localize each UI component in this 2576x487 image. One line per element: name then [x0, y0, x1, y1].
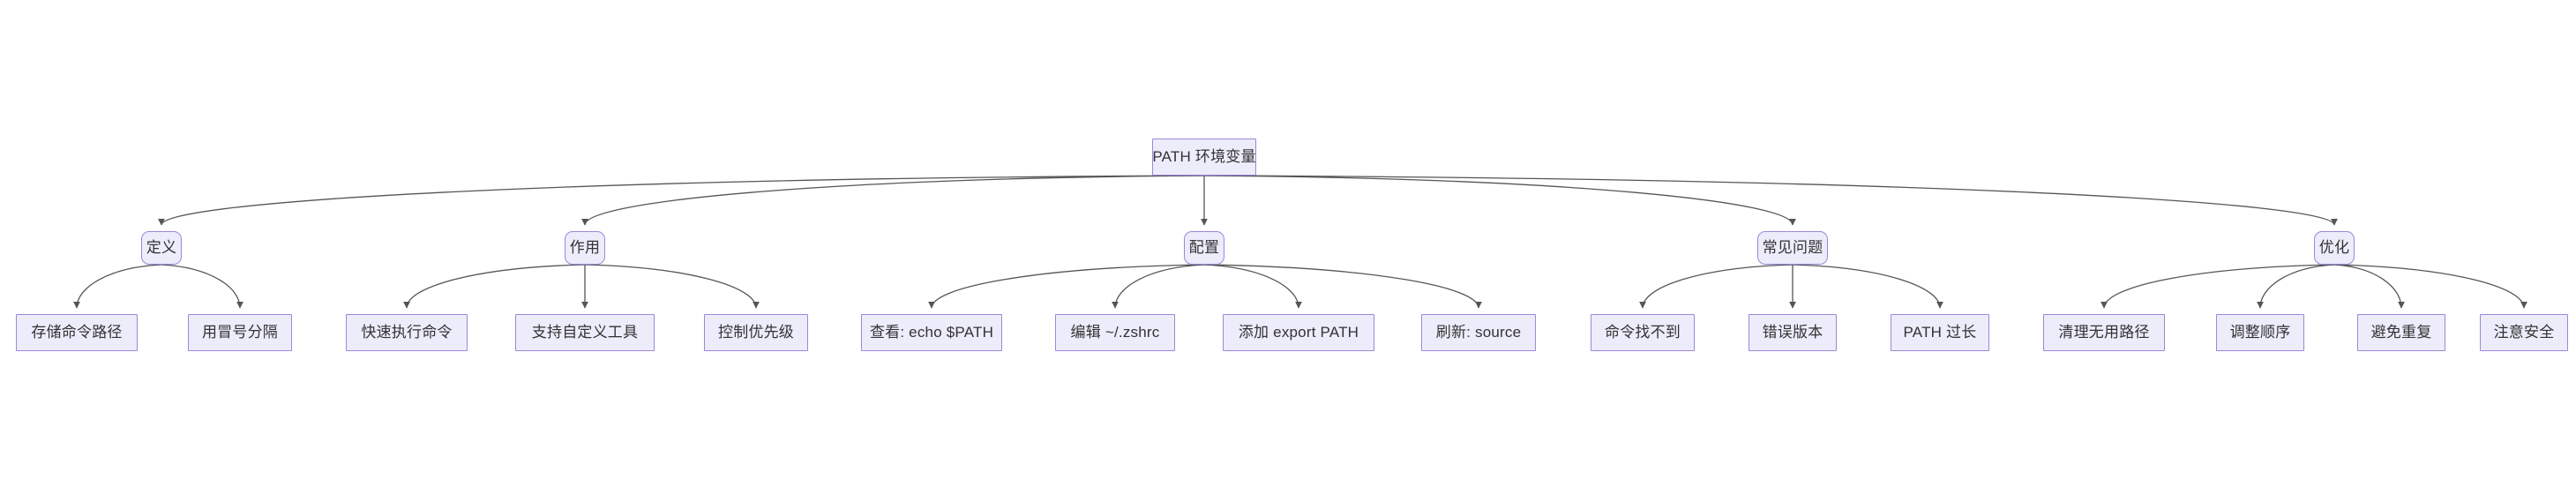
- node-leaf-l16[interactable]: 注意安全: [2480, 314, 2568, 351]
- node-leaf-l2-label: 用冒号分隔: [202, 323, 278, 341]
- edge: [2100, 264, 2335, 309]
- edge: [1112, 264, 1205, 309]
- node-leaf-l15-label: 避免重复: [2370, 323, 2432, 341]
- edge: [161, 264, 243, 309]
- node-branch-b3-label: 配置: [1188, 238, 1220, 256]
- node-leaf-l8-label: 添加 export PATH: [1238, 323, 1359, 341]
- node-leaf-l11-label: 错误版本: [1762, 323, 1823, 341]
- node-branch-b3[interactable]: 配置: [1184, 231, 1224, 265]
- node-branch-b5-label: 优化: [2318, 238, 2350, 256]
- node-leaf-l15[interactable]: 避免重复: [2357, 314, 2445, 351]
- edge: [1792, 264, 1943, 309]
- edge: [928, 264, 1205, 309]
- node-leaf-l11[interactable]: 错误版本: [1749, 314, 1837, 351]
- node-leaf-l9-label: 刷新: source: [1435, 323, 1522, 341]
- node-root-label: PATH 环境变量: [1152, 147, 1256, 165]
- edge: [2333, 264, 2527, 309]
- node-leaf-l10[interactable]: 命令找不到: [1591, 314, 1695, 351]
- node-leaf-l6-label: 查看: echo $PATH: [869, 323, 994, 341]
- edge: [2257, 264, 2335, 309]
- node-branch-b4[interactable]: 常见问题: [1757, 231, 1828, 265]
- node-branch-b5[interactable]: 优化: [2314, 231, 2355, 265]
- node-leaf-l14[interactable]: 调整顺序: [2216, 314, 2304, 351]
- node-leaf-l14-label: 调整顺序: [2229, 323, 2291, 341]
- node-leaf-l12-label: PATH 过长: [1903, 323, 1977, 341]
- edge: [403, 264, 586, 309]
- edge: [1203, 175, 1796, 226]
- node-branch-b2-label: 作用: [569, 238, 601, 256]
- node-branch-b1-label: 定义: [146, 238, 177, 256]
- node-leaf-l7-label: 编辑 ~/.zshrc: [1070, 323, 1160, 341]
- node-leaf-l12[interactable]: PATH 过长: [1891, 314, 1989, 351]
- edge: [2333, 264, 2405, 309]
- edge: [581, 175, 1205, 226]
- node-leaf-l13[interactable]: 清理无用路径: [2043, 314, 2165, 351]
- node-branch-b4-label: 常见问题: [1762, 238, 1823, 256]
- edge: [1203, 175, 2338, 226]
- node-leaf-l3[interactable]: 快速执行命令: [346, 314, 468, 351]
- node-leaf-l10-label: 命令找不到: [1605, 323, 1681, 341]
- node-branch-b2[interactable]: 作用: [565, 231, 605, 265]
- node-leaf-l5[interactable]: 控制优先级: [704, 314, 808, 351]
- node-leaf-l7[interactable]: 编辑 ~/.zshrc: [1055, 314, 1175, 351]
- edge: [584, 264, 760, 309]
- node-leaf-l13-label: 清理无用路径: [2058, 323, 2150, 341]
- edge: [1203, 264, 1482, 309]
- edge: [73, 264, 162, 309]
- edge: [1639, 264, 1793, 309]
- node-leaf-l4-label: 支持自定义工具: [531, 323, 639, 341]
- node-leaf-l5-label: 控制优先级: [718, 323, 794, 341]
- edge: [1203, 264, 1302, 309]
- node-leaf-l4[interactable]: 支持自定义工具: [515, 314, 655, 351]
- edge: [158, 175, 1205, 226]
- node-leaf-l3-label: 快速执行命令: [361, 323, 453, 341]
- node-root[interactable]: PATH 环境变量: [1152, 139, 1256, 176]
- node-leaf-l16-label: 注意安全: [2493, 323, 2555, 341]
- node-leaf-l2[interactable]: 用冒号分隔: [188, 314, 292, 351]
- node-leaf-l8[interactable]: 添加 export PATH: [1223, 314, 1374, 351]
- node-leaf-l9[interactable]: 刷新: source: [1421, 314, 1536, 351]
- node-leaf-l1-label: 存储命令路径: [31, 323, 123, 341]
- node-leaf-l1[interactable]: 存储命令路径: [16, 314, 138, 351]
- node-branch-b1[interactable]: 定义: [141, 231, 182, 265]
- node-leaf-l6[interactable]: 查看: echo $PATH: [861, 314, 1002, 351]
